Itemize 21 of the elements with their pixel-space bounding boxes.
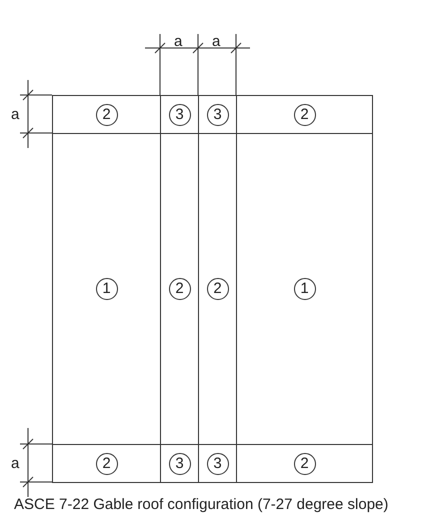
zone-number: 3	[168, 104, 190, 126]
zone-number: 2	[96, 452, 118, 474]
zone-number: 2	[206, 278, 228, 300]
caption: ASCE 7-22 Gable roof configuration (7-27 degree slope)	[14, 496, 388, 513]
roof-zone	[52, 444, 161, 483]
dimension-label: a	[11, 107, 20, 123]
roof-zone	[236, 444, 373, 483]
zone-number: 1	[96, 278, 118, 300]
dimension-label: a	[11, 456, 20, 472]
zone-number: 3	[206, 452, 228, 474]
zone-number: 1	[294, 278, 316, 300]
zone-number: 2	[168, 278, 190, 300]
zone-number: 3	[206, 104, 228, 126]
zone-number: 3	[168, 452, 190, 474]
zone-number: 2	[294, 104, 316, 126]
dimension-label: a	[212, 34, 220, 50]
zone-number: 2	[294, 452, 316, 474]
roof-zone	[52, 95, 161, 134]
zone-number: 2	[96, 104, 118, 126]
dimension-label: a	[174, 34, 182, 50]
roof-zone	[236, 95, 373, 134]
